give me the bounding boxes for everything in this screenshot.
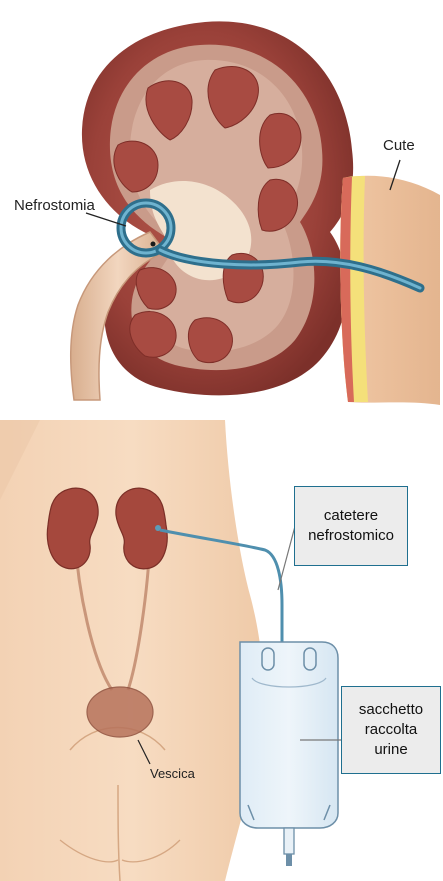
callout-bag: sacchetto raccolta urine [341,686,441,774]
callout-bag-line-3: urine [359,740,423,760]
label-nephrostomy: Nefrostomia [14,197,96,214]
skin-section [340,176,440,405]
kidney-cross-section-panel: Nefrostomia Cute [0,0,443,412]
label-bladder: Vescica [150,766,196,781]
drainage-bag [240,642,338,866]
callout-catheter: catetere nefrostomico [294,486,408,566]
label-skin: Cute [383,137,415,154]
callout-catheter-line-1: catetere [308,506,394,526]
callout-catheter-line-2: nefrostomico [308,526,394,546]
bladder [87,687,153,737]
callout-bag-line-2: raccolta [359,720,423,740]
callout-bag-line-1: sacchetto [359,700,423,720]
